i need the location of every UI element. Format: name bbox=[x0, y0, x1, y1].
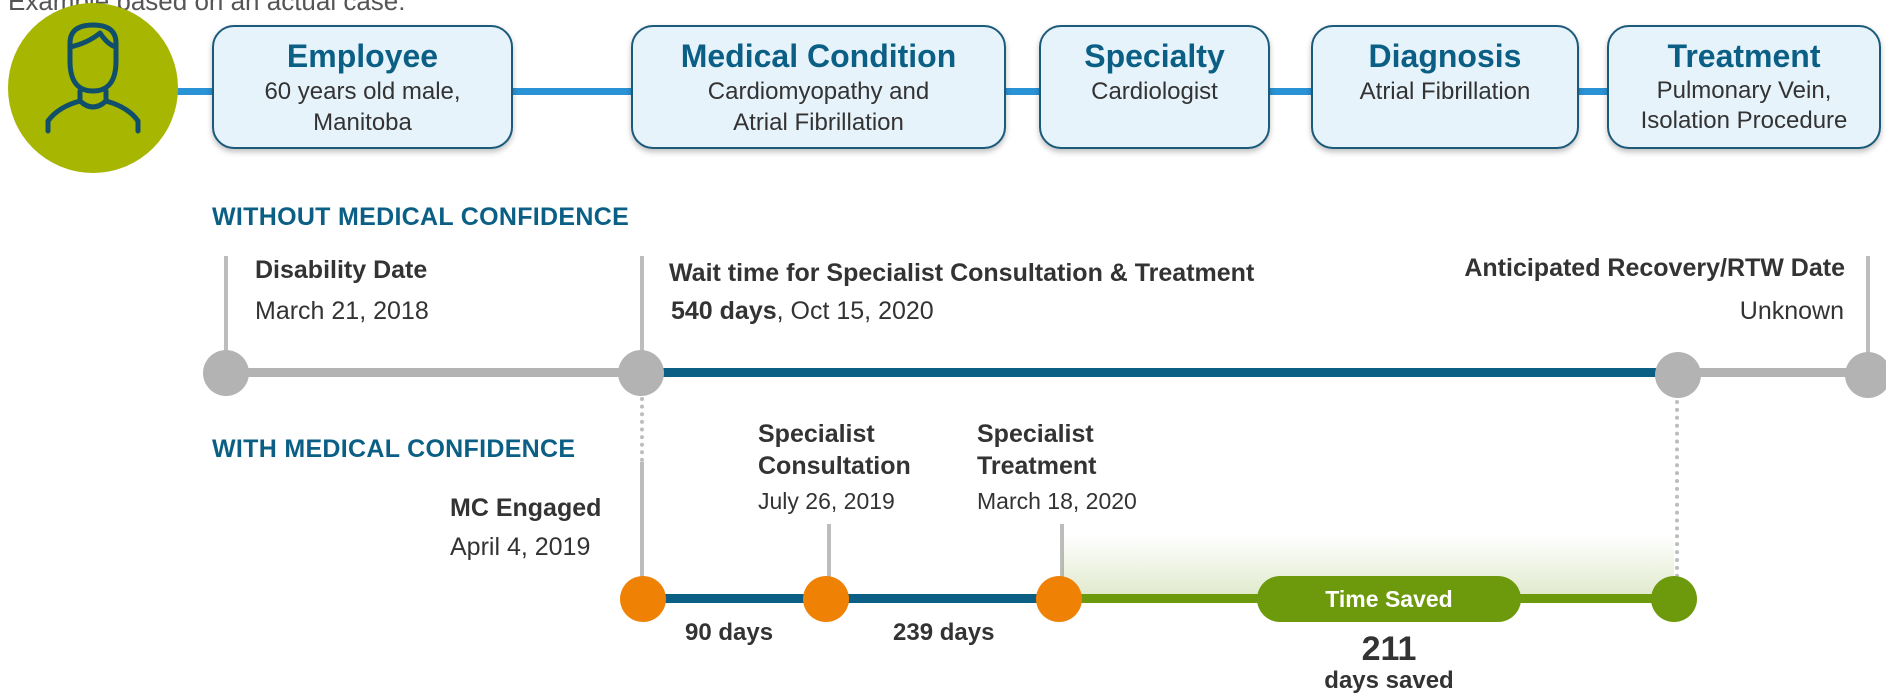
card-line: Cardiomyopathy and bbox=[707, 78, 930, 105]
card-line: 60 years old male, bbox=[264, 78, 461, 105]
segment-2-days: 239 days bbox=[893, 619, 995, 646]
card-title: Employee bbox=[286, 38, 439, 74]
consultation-label-1: Specialist bbox=[758, 420, 875, 448]
disability-date-value: March 21, 2018 bbox=[255, 297, 429, 325]
recovery-date-label: Anticipated Recovery/RTW Date bbox=[1464, 254, 1845, 282]
engaged-marker-line bbox=[640, 462, 644, 582]
wait-time-label: Wait time for Specialist Consultation & … bbox=[669, 259, 1255, 287]
card-title: Diagnosis bbox=[1368, 38, 1522, 74]
disability-marker-line bbox=[224, 256, 228, 374]
card-line: Pulmonary Vein, bbox=[1656, 77, 1832, 104]
recovery-marker-line bbox=[1866, 256, 1870, 374]
disability-date-label: Disability Date bbox=[255, 256, 428, 284]
with-segment-1 bbox=[642, 594, 828, 603]
wait-time-days: 540 days bbox=[671, 297, 777, 325]
treatment-label-1: Specialist bbox=[977, 420, 1094, 448]
employee-card: Employee 60 years old male, Manitoba bbox=[212, 25, 513, 149]
treatment-date: March 18, 2020 bbox=[977, 488, 1137, 514]
card-title: Specialty bbox=[1084, 38, 1225, 74]
consultation-marker-line bbox=[827, 524, 831, 582]
card-line: Atrial Fibrillation bbox=[1359, 78, 1531, 105]
without-gray-line-start bbox=[226, 368, 642, 377]
unknown-end-node bbox=[1845, 352, 1886, 398]
recovery-date-value: Unknown bbox=[1739, 297, 1844, 325]
diagnosis-card: Diagnosis Atrial Fibrillation bbox=[1311, 25, 1579, 149]
treatment-card: Treatment Pulmonary Vein, Isolation Proc… bbox=[1607, 25, 1881, 149]
wait-marker-line bbox=[640, 256, 644, 374]
card-title: Medical Condition bbox=[680, 38, 957, 74]
without-wait-bar bbox=[642, 368, 1678, 377]
wait-time-date: , Oct 15, 2020 bbox=[776, 297, 934, 325]
consultation-label-2: Consultation bbox=[758, 452, 911, 480]
disability-node bbox=[203, 350, 249, 396]
recovery-dotted-connector bbox=[1675, 400, 1679, 578]
saved-end-node bbox=[1651, 576, 1697, 622]
wait-start-node bbox=[618, 350, 664, 396]
recovery-node bbox=[1655, 352, 1701, 398]
without-gray-line-end bbox=[1678, 368, 1868, 377]
mc-engaged-label: MC Engaged bbox=[450, 494, 602, 522]
avatar bbox=[8, 3, 178, 173]
engaged-dotted-connector bbox=[640, 397, 644, 462]
consultation-date: July 26, 2019 bbox=[758, 488, 895, 514]
treatment-node bbox=[1036, 576, 1082, 622]
card-line: Cardiologist bbox=[1091, 78, 1218, 105]
segment-1-days: 90 days bbox=[685, 619, 774, 646]
with-heading: WITH MEDICAL CONFIDENCE bbox=[212, 435, 576, 463]
mc-engaged-node bbox=[620, 576, 666, 622]
consultation-node bbox=[803, 576, 849, 622]
days-saved-number: 211 bbox=[1361, 630, 1417, 668]
without-heading: WITHOUT MEDICAL CONFIDENCE bbox=[212, 203, 630, 231]
specialty-card: Specialty Cardiologist bbox=[1039, 25, 1270, 149]
treatment-marker-line bbox=[1060, 524, 1064, 582]
card-line: Atrial Fibrillation bbox=[733, 109, 904, 136]
card-line: Manitoba bbox=[313, 109, 412, 136]
card-title: Treatment bbox=[1667, 38, 1821, 74]
card-line: Isolation Procedure bbox=[1640, 107, 1848, 134]
person-icon bbox=[45, 22, 141, 134]
with-segment-2 bbox=[828, 594, 1060, 603]
mc-engaged-date: April 4, 2019 bbox=[450, 533, 591, 561]
days-saved-label: days saved bbox=[1324, 667, 1454, 694]
treatment-label-2: Treatment bbox=[977, 452, 1097, 480]
medical-condition-card: Medical Condition Cardiomyopathy and Atr… bbox=[631, 25, 1006, 149]
wait-time-value: 540 days, Oct 15, 2020 bbox=[671, 297, 934, 326]
time-saved-badge: Time Saved bbox=[1257, 576, 1521, 622]
